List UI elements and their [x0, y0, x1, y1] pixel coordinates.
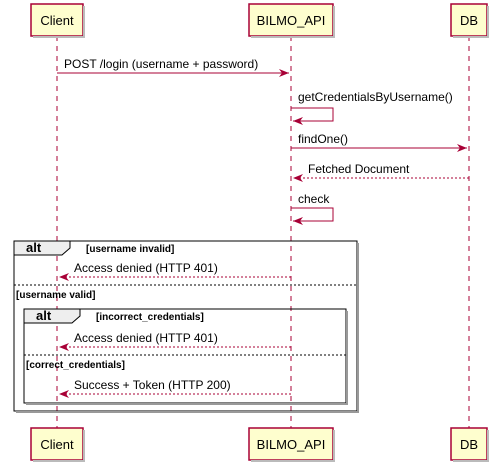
message-fetched-document: Fetched Document	[293, 162, 469, 182]
message-find-one: findOne()	[291, 132, 467, 152]
svg-text:check: check	[298, 192, 330, 206]
outer-alt-fragment: alt [username invalid] [username valid]	[13, 240, 359, 413]
participant-db-bottom: DB	[450, 427, 489, 462]
svg-text:DB: DB	[460, 437, 478, 452]
message-get-credentials: getCredentialsByUsername()	[291, 90, 453, 125]
outer-alt-label: alt	[26, 240, 42, 255]
inner-alt-label: alt	[36, 308, 52, 323]
participant-bilmo-api-top: BILMO_API	[248, 3, 335, 38]
message-check: check	[291, 192, 334, 225]
outer-alt-guard-2: [username valid]	[16, 290, 95, 301]
svg-text:BILMO_API: BILMO_API	[257, 437, 326, 452]
participant-db-top: DB	[450, 3, 489, 38]
outer-alt-guard-1: [username invalid]	[86, 244, 174, 255]
svg-text:BILMO_API: BILMO_API	[257, 13, 326, 28]
svg-text:DB: DB	[460, 13, 478, 28]
message-access-denied-1: Access denied (HTTP 401)	[59, 261, 291, 281]
message-success-token: Success + Token (HTTP 200)	[59, 378, 291, 398]
svg-text:Fetched Document: Fetched Document	[308, 162, 410, 176]
svg-text:POST /login (username + passwo: POST /login (username + password)	[64, 57, 258, 71]
participant-client-bottom: Client	[30, 427, 85, 462]
svg-text:Client: Client	[40, 13, 74, 28]
participant-client-top: Client	[30, 3, 85, 38]
svg-text:getCredentialsByUsername(): getCredentialsByUsername()	[298, 90, 453, 104]
inner-alt-guard-2: [correct_credentials]	[26, 360, 125, 371]
inner-alt-fragment: alt [incorrect_credentials] [correct_cre…	[23, 308, 348, 405]
svg-text:findOne(): findOne()	[298, 132, 348, 146]
svg-text:Access denied (HTTP 401): Access denied (HTTP 401)	[74, 331, 218, 345]
inner-alt-guard-1: [incorrect_credentials]	[96, 312, 204, 323]
message-post-login: POST /login (username + password)	[57, 57, 289, 77]
svg-text:Access denied (HTTP 401): Access denied (HTTP 401)	[74, 261, 218, 275]
message-access-denied-2: Access denied (HTTP 401)	[59, 331, 291, 351]
participant-bilmo-api-bottom: BILMO_API	[248, 427, 335, 462]
svg-text:Client: Client	[40, 437, 74, 452]
svg-text:Success + Token (HTTP 200): Success + Token (HTTP 200)	[74, 378, 231, 392]
